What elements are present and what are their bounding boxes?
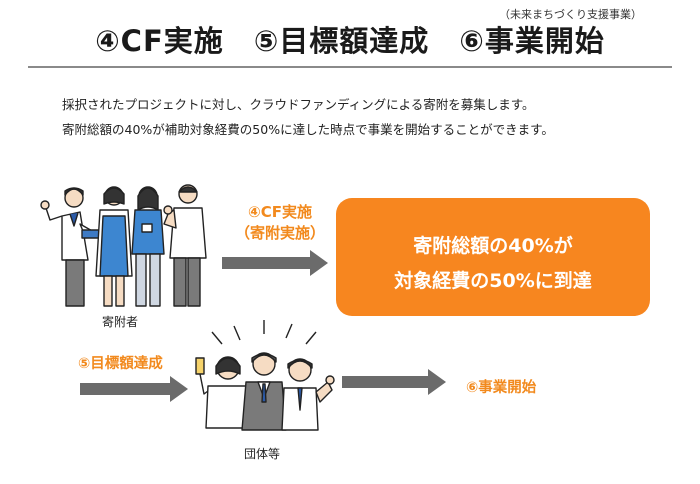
target-condition-line-1: 寄附総額の40%が: [413, 235, 573, 257]
program-name-note: （未来まちづくり支援事業）: [499, 8, 642, 21]
donor-figure-1: [40, 187, 101, 307]
page-title: ④CF実施 ⑤目標額達成 ⑥事業開始: [95, 24, 605, 58]
goal-step-label: ⑤目標額達成: [78, 356, 163, 372]
description-line-1: 採択されたプロジェクトに対し、クラウドファンディングによる寄附を募集します。: [62, 97, 535, 112]
donor-figure-4: [163, 184, 207, 307]
description-line-2: 寄附総額の40%が補助対象経費の50%に達した時点で事業を開始することができます…: [62, 122, 554, 137]
organization-illustration: [195, 320, 335, 431]
target-condition-box: 寄附総額の40%が 対象経費の50%に到達: [336, 198, 650, 316]
donor-figure-3: [131, 186, 165, 307]
cf-step-label: ④CF実施 （寄附実施）: [220, 202, 340, 244]
org-figure-1: [195, 356, 251, 429]
org-figure-3: [281, 358, 335, 431]
target-condition-line-2: 対象経費の50%に到達: [394, 270, 592, 292]
cf-step-label-line-2: （寄附実施）: [234, 224, 325, 242]
donor-figure-2: [95, 186, 133, 307]
start-step-label: ⑥事業開始: [466, 380, 537, 396]
title-divider: [28, 66, 672, 68]
cf-arrow-icon: [222, 250, 328, 276]
donors-label: 寄附者: [102, 315, 139, 329]
org-figure-2: [241, 352, 287, 431]
cf-step-label-line-1: ④CF実施: [248, 203, 312, 221]
goal-arrow-icon: [80, 376, 188, 402]
organization-label: 団体等: [244, 447, 281, 461]
donors-illustration: [40, 184, 207, 307]
cheer-line-icon: [233, 325, 241, 341]
start-arrow-icon: [342, 369, 446, 395]
